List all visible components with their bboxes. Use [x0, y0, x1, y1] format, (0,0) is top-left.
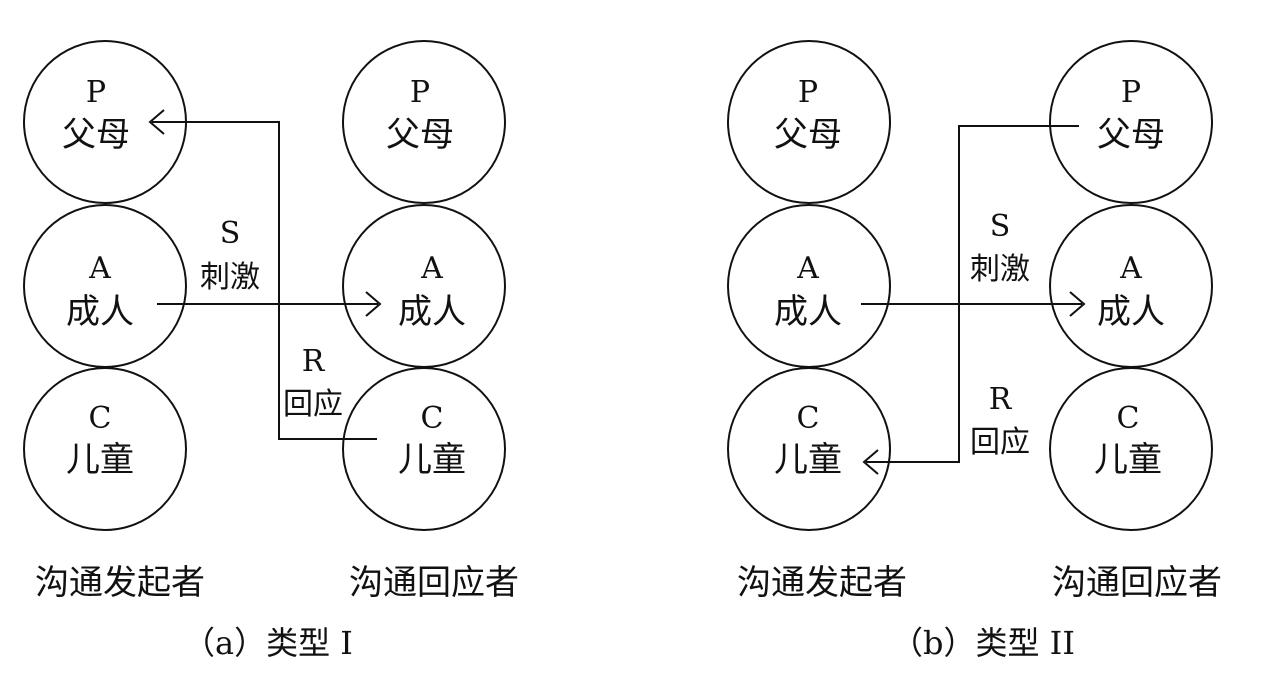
sender-adult-letter: A: [88, 251, 111, 286]
sender-parent-label: 父母: [774, 115, 842, 155]
panel-a: P 父母 A 成人 C 儿童 P 父母 A 成人 C 儿童 S 刺激 R 回应 …: [23, 40, 519, 662]
sender-child-letter: C: [797, 401, 820, 436]
sender-child-label: 儿童: [774, 440, 842, 480]
receiver-adult-label: 成人: [398, 292, 466, 332]
receiver-adult-circle: [342, 204, 506, 368]
response-arrow-line: [866, 125, 1079, 463]
stimulus-label: 刺激: [970, 252, 1030, 287]
receiver-parent-letter: P: [1121, 75, 1141, 110]
stimulus-arrowhead: [365, 291, 382, 317]
sender-adult-circle: [727, 204, 891, 368]
receiver-caption: 沟通回应者: [1052, 563, 1222, 603]
stimulus-arrowhead: [1069, 291, 1086, 317]
panel-b: P 父母 A 成人 C 儿童 P 父母 A 成人 C 儿童 S 刺激 R 回应 …: [727, 40, 1222, 662]
sender-child-circle: [23, 367, 187, 531]
receiver-child-label: 儿童: [398, 440, 466, 480]
receiver-parent-label: 父母: [386, 115, 454, 155]
response-label: 回应: [970, 425, 1030, 460]
sender-child-circle: [727, 367, 891, 531]
receiver-child-letter: C: [421, 401, 444, 436]
response-arrow-line: [152, 121, 377, 440]
response-label: 回应: [283, 387, 343, 422]
receiver-child-label: 儿童: [1094, 440, 1162, 480]
response-arrowhead: [148, 109, 165, 135]
stimulus-letter: S: [220, 216, 241, 251]
panel-b-subcaption: （b）类型 II: [891, 624, 1075, 662]
sender-parent-letter: P: [798, 75, 818, 110]
receiver-adult-letter: A: [1119, 251, 1142, 286]
response-letter: R: [302, 344, 326, 379]
sender-parent-circle: [727, 40, 891, 204]
receiver-parent-label: 父母: [1097, 115, 1165, 155]
sender-caption: 沟通发起者: [737, 563, 907, 603]
sender-adult-label: 成人: [774, 292, 842, 332]
response-arrowhead: [862, 449, 879, 475]
receiver-child-letter: C: [1117, 401, 1140, 436]
stimulus-label: 刺激: [200, 260, 260, 295]
sender-parent-label: 父母: [62, 115, 130, 155]
receiver-child-circle: [1049, 367, 1213, 531]
sender-child-label: 儿童: [66, 440, 134, 480]
receiver-adult-circle: [1049, 204, 1213, 368]
receiver-parent-circle: [342, 40, 506, 204]
receiver-child-circle: [342, 367, 506, 531]
sender-adult-circle: [23, 204, 187, 368]
sender-adult-letter: A: [796, 251, 819, 286]
receiver-parent-letter: P: [410, 75, 430, 110]
sender-caption: 沟通发起者: [35, 563, 205, 603]
sender-adult-label: 成人: [66, 292, 134, 332]
response-letter: R: [989, 382, 1013, 417]
stimulus-letter: S: [990, 209, 1011, 244]
receiver-adult-label: 成人: [1097, 292, 1165, 332]
receiver-caption: 沟通回应者: [349, 563, 519, 603]
receiver-adult-letter: A: [420, 251, 443, 286]
receiver-parent-circle: [1049, 40, 1213, 204]
sender-parent-letter: P: [86, 75, 106, 110]
panel-a-subcaption: （a）类型 I: [183, 624, 353, 662]
sender-child-letter: C: [89, 401, 112, 436]
